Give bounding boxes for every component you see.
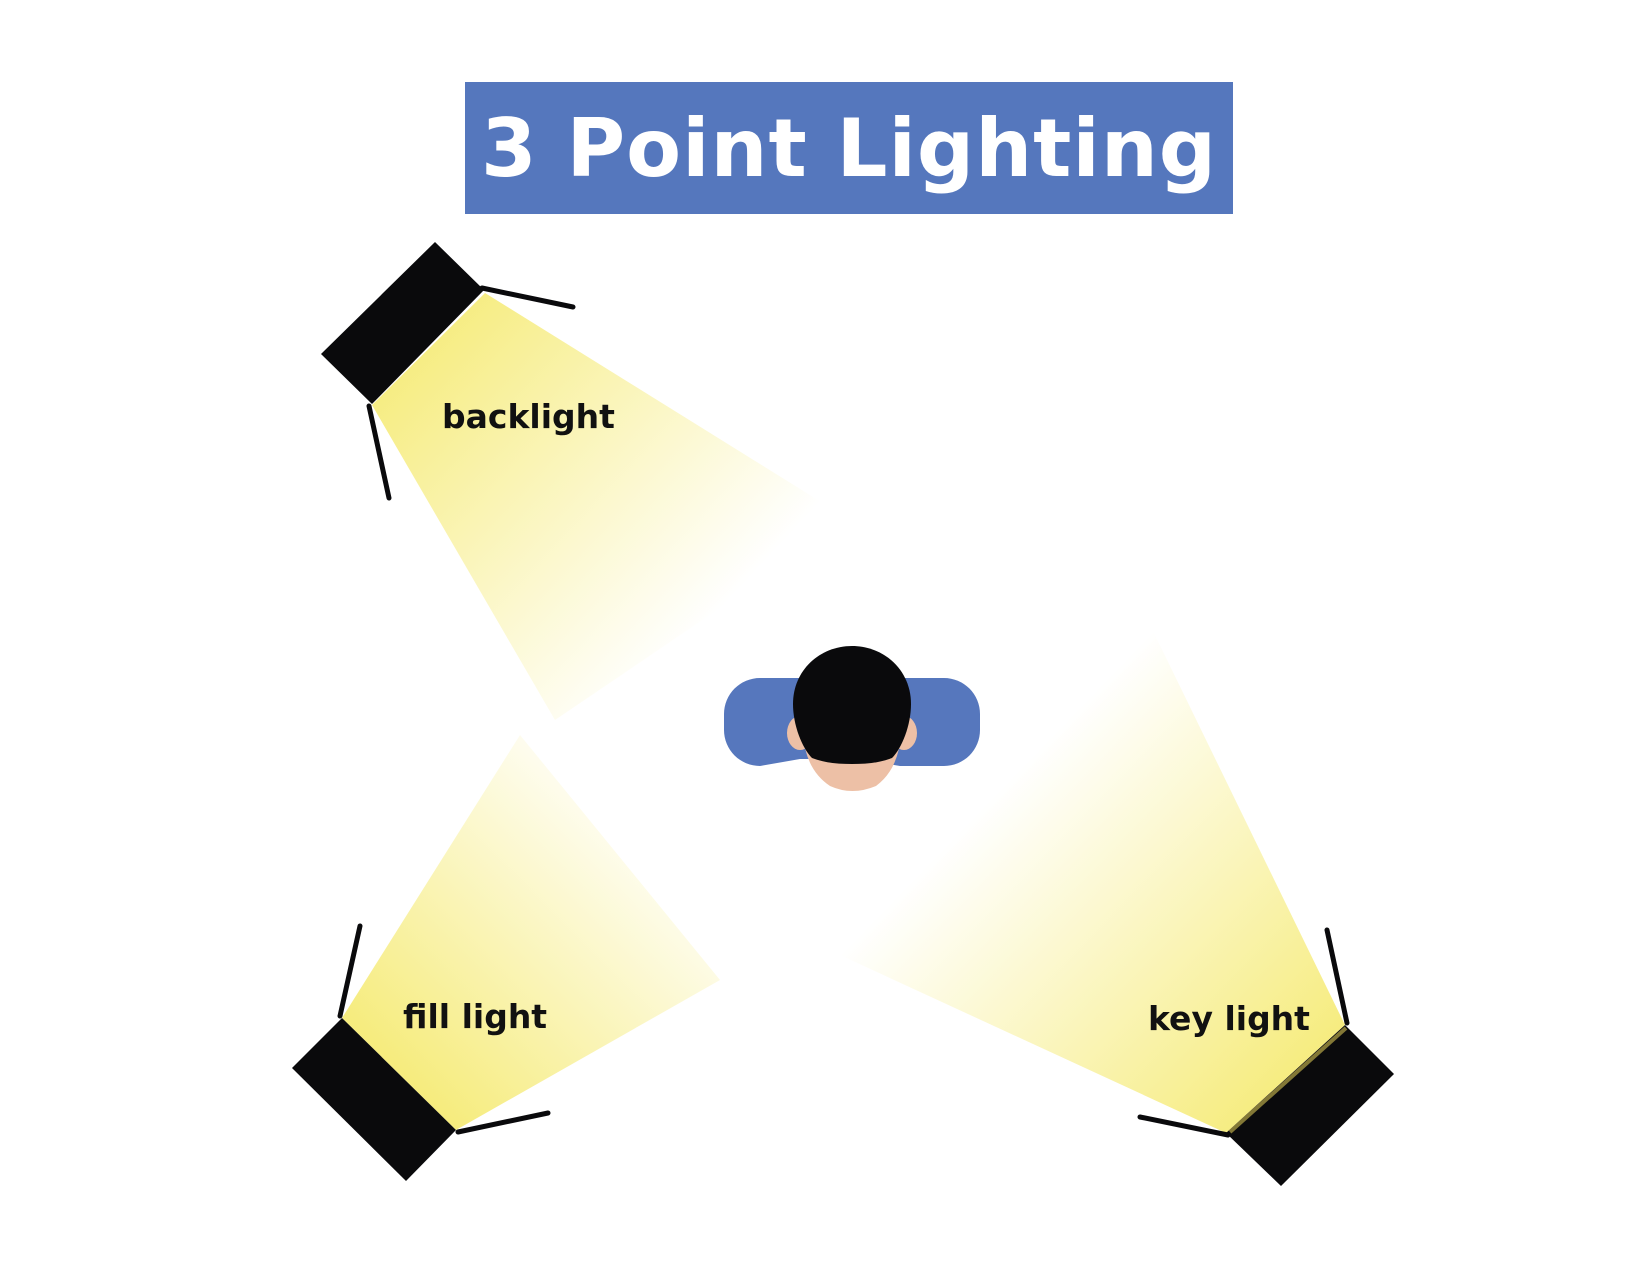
fill-light-label: fill light — [403, 997, 548, 1036]
key-light-beam — [840, 625, 1345, 1133]
fill-light-fixture — [292, 923, 551, 1181]
backlight-barndoor-side — [366, 403, 392, 501]
diagram-title: 3 Point Lighting — [480, 101, 1218, 195]
key-light-housing — [1226, 1025, 1394, 1186]
key-light-housing-edge-highlight — [1228, 1026, 1348, 1134]
backlight-barndoor-top — [479, 285, 576, 310]
key-light-label: key light — [1148, 999, 1310, 1038]
backlight-fixture — [321, 242, 576, 501]
fill-light-beam — [342, 735, 720, 1130]
title-banner: 3 Point Lighting — [465, 82, 1233, 214]
backlight-beam — [372, 293, 850, 720]
subject-hair — [793, 646, 911, 764]
fill-light-barndoor-side — [337, 923, 363, 1019]
subject-person — [724, 646, 980, 791]
backlight-housing — [321, 242, 484, 404]
key-light-barndoor-bottom — [1137, 1114, 1231, 1138]
title-banner-background — [465, 82, 1233, 214]
fill-light-housing — [292, 1018, 456, 1181]
key-light-barndoor-side — [1324, 927, 1350, 1026]
backlight-label: backlight — [442, 397, 615, 436]
key-light-fixture — [1137, 927, 1394, 1186]
fill-light-barndoor-bottom — [455, 1110, 551, 1135]
